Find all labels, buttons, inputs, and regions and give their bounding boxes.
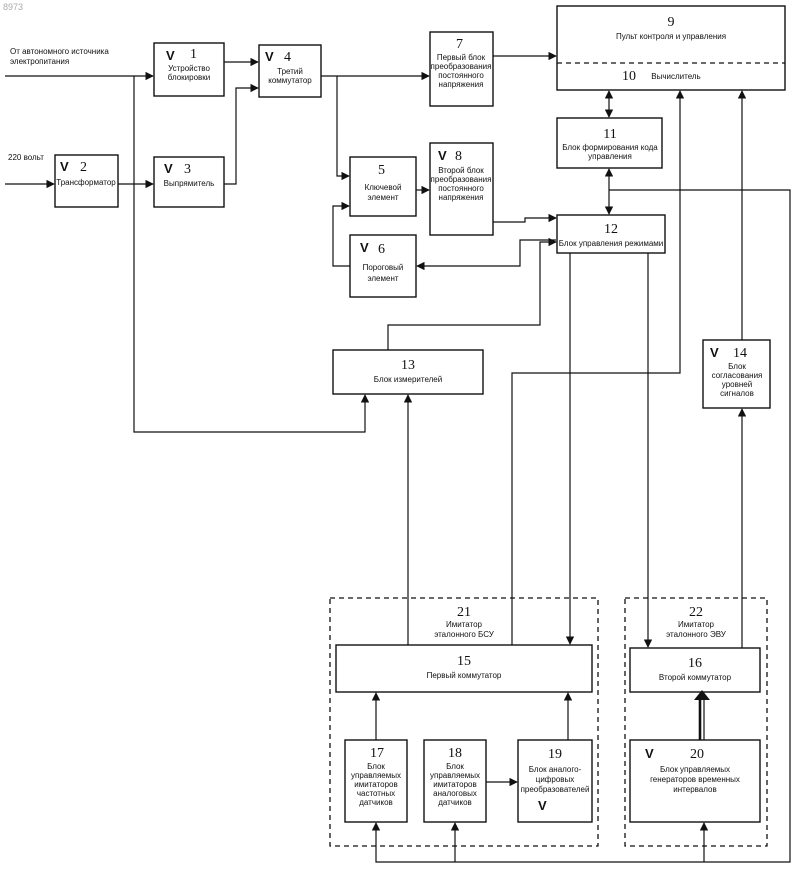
block-13-label-1: Блок измерителей [374, 375, 442, 384]
block-14-label-4: сигналов [720, 389, 754, 398]
wire-8-to-12 [493, 218, 556, 222]
block-4-number: 4 [284, 50, 291, 65]
wire-6-to-5 [333, 206, 350, 266]
block-16-label-1: Второй коммутатор [659, 673, 732, 682]
block-18-label-5: датчиков [438, 798, 472, 807]
block-11-number: 11 [603, 127, 616, 142]
block-4-label-1: Третий [277, 67, 303, 76]
block-12-number: 12 [604, 222, 618, 237]
group-21-number: 21 [457, 605, 471, 620]
block-17-label-4: частотных [357, 789, 395, 798]
block-6-label-2: элемент [367, 274, 398, 283]
check-mark-3: V [164, 161, 173, 176]
block-8-number: 8 [455, 149, 462, 164]
block-5-number: 5 [378, 163, 385, 178]
block-7-label-4: напряжения [439, 80, 484, 89]
input-autonomous-line1: От автономного источника [10, 47, 109, 56]
block-8-label-1: Второй блок [438, 166, 484, 175]
block-6-number: 6 [378, 242, 385, 257]
block-2-number: 2 [80, 160, 87, 175]
block-17-label-2: управляемых [351, 771, 401, 780]
group-22-number: 22 [689, 605, 703, 620]
input-autonomous-line2: электропитания [10, 57, 69, 66]
block-20-label-2: генераторов временных [650, 775, 740, 784]
check-mark-20: V [645, 746, 654, 761]
block-19-label-1: Блок аналого- [529, 765, 582, 774]
block-14-label-1: Блок [728, 362, 746, 371]
group-21-label-2: эталонного БСУ [434, 630, 495, 639]
check-mark-6: V [360, 240, 369, 255]
check-mark-8: V [438, 148, 447, 163]
block-10-number: 10 [622, 69, 636, 84]
block-19-number: 19 [548, 747, 562, 762]
block-14-label-3: уровней [722, 380, 752, 389]
block-3-number: 3 [184, 162, 191, 177]
block-11-label-1: Блок формирования кода [562, 143, 658, 152]
check-mark-2: V [60, 159, 69, 174]
block-20-label-3: интервалов [673, 785, 716, 794]
block-17-label-1: Блок [367, 762, 385, 771]
block-18-label-4: аналоговых [433, 789, 477, 798]
check-mark-14: V [710, 345, 719, 360]
block-5-label-1: Ключевой [365, 183, 402, 192]
wire-3-to-4 [224, 88, 258, 184]
watermark: 8973 [3, 2, 23, 12]
check-mark-1: V [166, 48, 175, 63]
block-18-label-2: управляемых [430, 771, 480, 780]
block-11-label-2: управления [588, 152, 632, 161]
block-7-label-1: Первый блок [437, 53, 486, 62]
block-8-label-3: постоянного [438, 184, 484, 193]
wire-feed-to-13 [134, 76, 365, 432]
block-8-label-2: преобразования [431, 175, 492, 184]
block-5-label-2: элемент [367, 193, 398, 202]
block-17-label-5: датчиков [359, 798, 393, 807]
block-20-label-1: Блок управляемых [660, 765, 730, 774]
wire-15-to-10 [512, 91, 680, 645]
group-22-label-1: Имитатор [678, 620, 715, 629]
block-3-label-1: Выпрямитель [164, 179, 215, 188]
block-15-label-1: Первый коммутатор [427, 671, 502, 680]
block-9-label-1: Пульт контроля и управления [616, 32, 726, 41]
block-1-label-2: блокировки [168, 73, 211, 82]
block-10-label-1: Вычислитель [651, 72, 700, 81]
block-18-number: 18 [448, 746, 462, 761]
block-7-label-2: преобразования [431, 62, 492, 71]
block-17-number: 17 [370, 746, 384, 761]
block-18-label-3: имитаторов [433, 780, 476, 789]
block-7-number: 7 [456, 37, 463, 52]
block-9-number: 9 [668, 15, 675, 30]
block-14-number: 14 [733, 346, 747, 361]
block-19-label-3: преобразователей [521, 785, 590, 794]
block-12-label-1: Блок управления режимами [559, 239, 664, 248]
block-16-number: 16 [688, 656, 702, 671]
block-8-label-4: напряжения [439, 193, 484, 202]
block-1-number: 1 [190, 47, 197, 62]
check-mark-4: V [265, 49, 274, 64]
block-2-label-1: Трансформатор [56, 178, 116, 187]
group-22-label-2: эталонного ЭВУ [666, 630, 727, 639]
block-18-label-1: Блок [446, 762, 464, 771]
block-4-label-2: коммутатор [268, 76, 312, 85]
input-mains: 220 вольт [8, 153, 44, 162]
check-mark-19: V [538, 798, 547, 813]
group-21-label-1: Имитатор [446, 620, 483, 629]
block-1-label-1: Устройство [168, 64, 210, 73]
block-15-number: 15 [457, 654, 471, 669]
block-7-label-3: постоянного [438, 71, 484, 80]
wire-4-to-5 [337, 76, 349, 176]
block-13-number: 13 [401, 358, 415, 373]
block-6-label-1: Пороговый [363, 263, 404, 272]
block-17-label-3: имитаторов [354, 780, 397, 789]
block-20-number: 20 [690, 747, 704, 762]
block-19-label-2: цифровых [536, 775, 575, 784]
block-14-label-2: согласования [712, 371, 763, 380]
wire-12-to-6 [417, 240, 556, 266]
